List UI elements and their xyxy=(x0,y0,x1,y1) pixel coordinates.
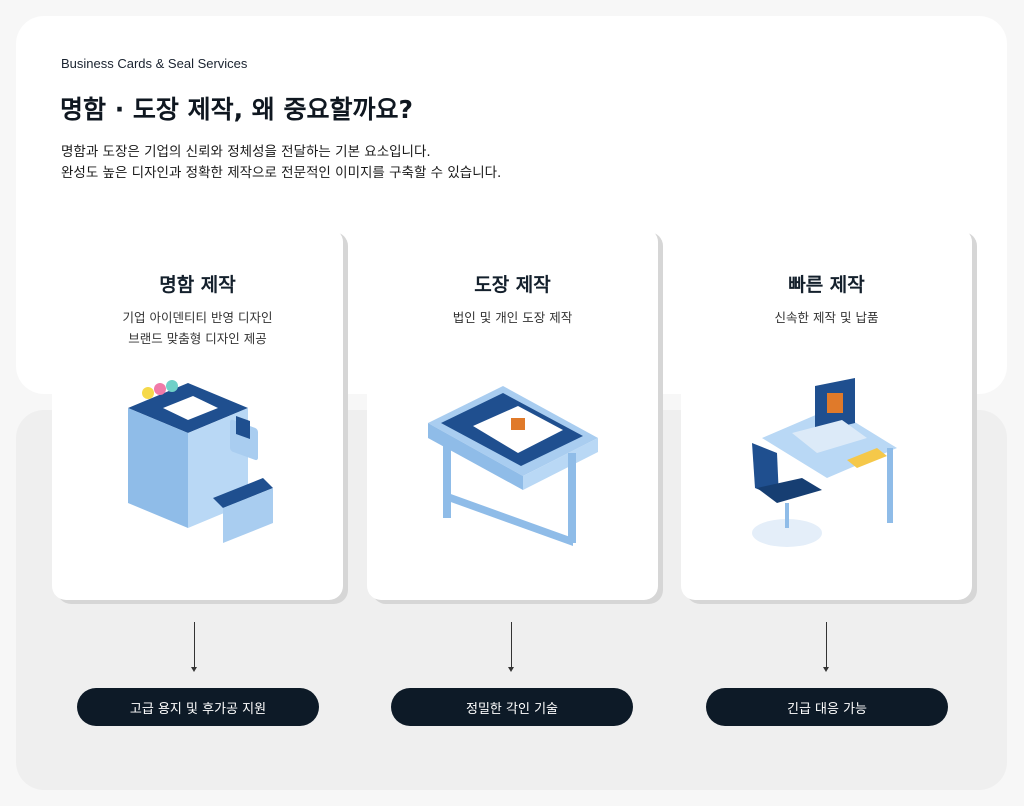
eyebrow: Business Cards & Seal Services xyxy=(61,56,248,71)
page-title: 명함 · 도장 제작, 왜 중요할까요? xyxy=(60,95,414,124)
arrow-down-icon xyxy=(823,622,829,672)
card-seals: 도장 제작 법인 및 개인 도장 제작 xyxy=(367,228,658,600)
card-fast-production: 빠른 제작 신속한 제작 및 납품 xyxy=(681,228,972,600)
description-line: 명함과 도장은 기업의 신뢰와 정체성을 전달하는 기본 요소입니다. xyxy=(61,144,431,160)
card-desc-line: 기업 아이덴티티 반영 디자인 xyxy=(122,310,273,325)
card-desc-line: 브랜드 맞춤형 디자인 제공 xyxy=(128,331,267,346)
feature-pill: 긴급 대응 가능 xyxy=(706,688,948,726)
feature-pill: 정밀한 각인 기술 xyxy=(391,688,633,726)
printer-illustration-icon xyxy=(127,380,273,543)
card-title: 명함 제작 xyxy=(159,274,236,296)
feature-pill: 고급 용지 및 후가공 지원 xyxy=(77,688,319,726)
card-desc: 신속한 제작 및 납품 xyxy=(774,310,879,325)
description-line: 완성도 높은 디자인과 정확한 제작으로 전문적인 이미지를 구축할 수 있습니… xyxy=(61,165,502,181)
arrow-down-icon xyxy=(508,622,514,672)
card-title: 빠른 제작 xyxy=(788,274,865,296)
arrow-down-icon xyxy=(191,622,197,672)
engraving-machine-illustration-icon xyxy=(427,386,598,546)
description: 명함과 도장은 기업의 신뢰와 정체성을 전달하는 기본 요소입니다. 완성도 … xyxy=(61,142,501,184)
desk-workstation-illustration-icon xyxy=(751,378,897,547)
card-desc: 법인 및 개인 도장 제작 xyxy=(452,310,573,325)
card-title: 도장 제작 xyxy=(474,274,551,296)
